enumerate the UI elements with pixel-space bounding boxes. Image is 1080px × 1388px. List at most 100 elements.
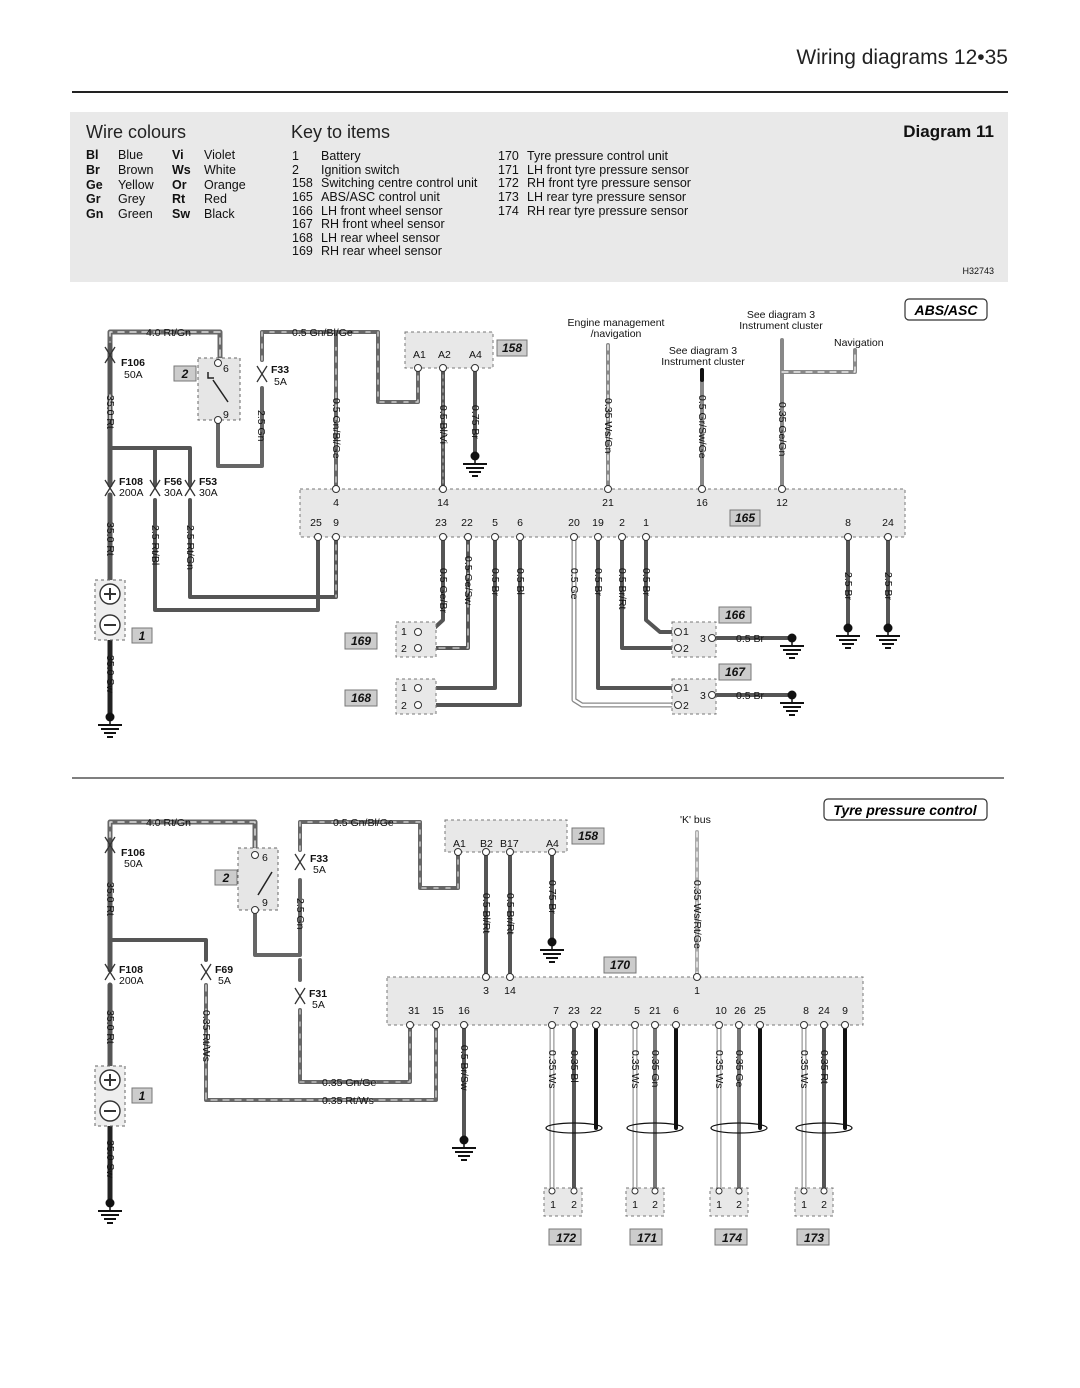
- wire-label: 0.5 Br: [489, 568, 501, 597]
- wire-label: 0.35 Gn/Ge: [322, 1077, 376, 1089]
- pin-number: 4: [333, 497, 339, 509]
- fuse-icon: [200, 963, 212, 981]
- fuse-label: F69: [215, 964, 233, 976]
- fuse-rating: 50A: [124, 858, 143, 870]
- svg-text:Tyre pressure control: Tyre pressure control: [833, 802, 978, 818]
- pin-number: 2: [619, 517, 625, 529]
- pin-number: 22: [461, 517, 473, 529]
- pin-label: A1: [413, 349, 426, 361]
- pin-number: 2: [652, 1199, 658, 1211]
- component-number: 172: [556, 1231, 576, 1245]
- wire-label: 0.5 Br/Rt: [616, 568, 628, 610]
- unit-158-box: [404, 331, 494, 369]
- fuse-label: F106: [121, 847, 145, 859]
- pin-number: 14: [437, 497, 449, 509]
- wire-label: 0.5 Bl/Vi: [437, 405, 449, 444]
- wire-label: 35.0 Rt: [104, 395, 116, 429]
- svg-text:ABS/ASC: ABS/ASC: [913, 302, 978, 318]
- pin-number: 23: [568, 1005, 580, 1017]
- header-divider: [72, 91, 1008, 93]
- component-number: 167: [725, 665, 746, 679]
- pin-number: 1: [683, 682, 689, 694]
- pin-label: A4: [546, 838, 559, 850]
- note-see-diagram: Instrument cluster: [739, 320, 823, 332]
- fuse-rating: 5A: [274, 376, 287, 388]
- abs-section-tag: ABS/ASC: [904, 298, 988, 321]
- pin-number: 1: [401, 626, 407, 638]
- reference-code: H32743: [962, 266, 994, 276]
- pin-number: 25: [310, 517, 322, 529]
- pin-number: 2: [821, 1199, 827, 1211]
- pin-number: 1: [550, 1199, 556, 1211]
- wire-label: 0.35 Ge: [733, 1050, 745, 1088]
- wire-label: 0.5 Br/Sw: [458, 1045, 470, 1091]
- pin-label: A2: [438, 349, 451, 361]
- wire-label: 0.75 Br: [546, 880, 558, 914]
- wire-label: 0.35 Ws: [546, 1050, 558, 1089]
- wire-label: 0.5 Br: [592, 568, 604, 597]
- component-number: 170: [610, 958, 630, 972]
- fuse-rating: 5A: [313, 864, 326, 876]
- screen-ellipse: [710, 1122, 768, 1134]
- wire-label: 35.0 Rt: [104, 882, 116, 916]
- component-number: 1: [139, 629, 146, 643]
- fuse-label: F106: [121, 357, 145, 369]
- wire-label: 4.0 Rt/Gn: [146, 817, 191, 829]
- wire-label: 0.35 Rt/Ws: [322, 1095, 374, 1107]
- component-number: 165: [735, 511, 755, 525]
- pin-number: 22: [590, 1005, 602, 1017]
- pin-number: 31: [408, 1005, 420, 1017]
- pin-number: 2: [571, 1199, 577, 1211]
- pin-number: 24: [818, 1005, 830, 1017]
- note-engine-management: /navigation: [591, 328, 642, 340]
- pin-number: 26: [734, 1005, 746, 1017]
- fuse-label: F33: [310, 853, 328, 865]
- note-engine-management: Engine management: [568, 317, 665, 329]
- component-number: 168: [351, 691, 371, 705]
- component-number: 174: [722, 1231, 742, 1245]
- wire-label: 0.5 Ge/Sw: [462, 556, 474, 605]
- pin-number: 12: [776, 497, 788, 509]
- fuse-label: F31: [309, 988, 327, 1000]
- fuse-rating: 30A: [164, 487, 183, 499]
- pin-number: 7: [553, 1005, 559, 1017]
- pin-label: A1: [453, 838, 466, 850]
- key-panel: Wire colours Key to items Diagram 11 H32…: [70, 112, 1008, 282]
- ground-icon: [539, 936, 565, 963]
- ground-icon: [462, 450, 488, 477]
- screen-ellipse: [545, 1122, 603, 1134]
- fuse-label: F33: [271, 364, 289, 376]
- wire-label: 35.0 Sw: [104, 655, 116, 693]
- page-header-title: Wiring diagrams 12•35: [796, 46, 1008, 69]
- wire-label: 0.35 Ws/Rt/Ge: [691, 880, 703, 949]
- fuse-rating: 50A: [124, 369, 143, 381]
- pin-number: 6: [673, 1005, 679, 1017]
- wire-label: 0.5 Gr/Sw/Ge: [696, 395, 708, 459]
- ground-icon: [97, 711, 123, 738]
- pin-label: A4: [469, 349, 482, 361]
- fuse-rating: 5A: [218, 975, 231, 987]
- wire-label: 0.5 Br: [736, 690, 765, 702]
- pin-number: 1: [801, 1199, 807, 1211]
- pin-number: 16: [458, 1005, 470, 1017]
- wire-label: 0.75 Br: [469, 405, 481, 439]
- pin-number: 21: [649, 1005, 661, 1017]
- wire-label: 0.5 Gn/Bl/Ge: [330, 398, 342, 459]
- wire-label: 0.5 Gn/Bl/Ge: [333, 817, 394, 829]
- pin-number: 2: [401, 700, 407, 712]
- pin-number: 5: [634, 1005, 640, 1017]
- ground-icon: [875, 622, 901, 649]
- screen-ellipse: [626, 1122, 684, 1134]
